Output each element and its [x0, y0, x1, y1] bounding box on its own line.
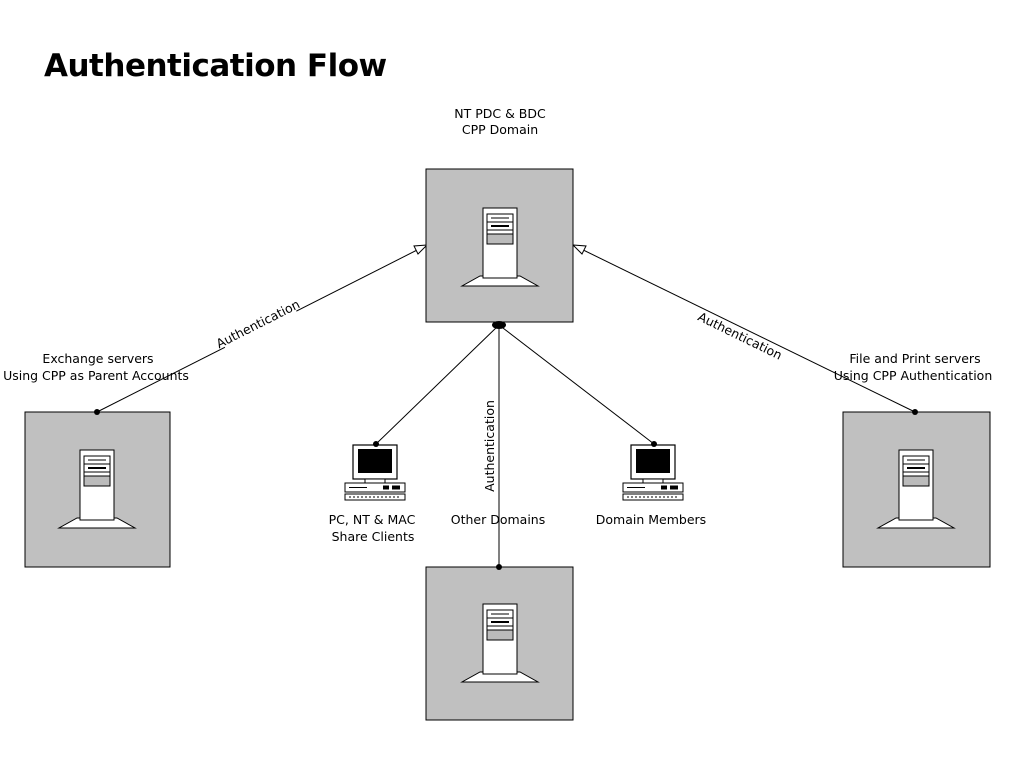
- domain-members-label: Domain Members: [596, 512, 706, 527]
- desktop-computer-icon: [344, 444, 406, 501]
- pc-clients-label-line1: PC, NT & MAC: [329, 512, 416, 527]
- page-title: Authentication Flow: [44, 48, 387, 84]
- arrowhead-icon: [413, 244, 429, 255]
- connector-dot: [373, 441, 379, 447]
- arrowhead-icon: [571, 244, 587, 255]
- connector-dot: [94, 409, 100, 415]
- edge-label-other: Authentication: [482, 400, 497, 492]
- hub-connector-icon: [492, 321, 506, 329]
- connector-dot: [912, 409, 918, 415]
- other-domains-label: Other Domains: [451, 512, 545, 527]
- fileprint-label-line2: Using CPP Authentication: [834, 368, 993, 383]
- connector-dot: [496, 564, 502, 570]
- edge-label-fileprint: Authentication: [696, 309, 785, 363]
- connector-dot: [651, 441, 657, 447]
- pdc-label-line2: CPP Domain: [462, 122, 538, 137]
- edge-fileprint-to-pdc: [572, 244, 916, 413]
- exchange-label-line2: Using CPP as Parent Accounts: [3, 368, 189, 383]
- pc-clients-label-line2: Share Clients: [332, 529, 415, 544]
- fileprint-label-line1: File and Print servers: [849, 351, 980, 366]
- desktop-computer-icon: [622, 444, 684, 501]
- exchange-label-line1: Exchange servers: [42, 351, 153, 366]
- edge-pc-clients-to-pdc: [375, 324, 500, 445]
- edge-label-exchange: Authentication: [214, 296, 303, 351]
- edge-domain-members-to-pdc: [498, 324, 655, 445]
- pdc-label-line1: NT PDC & BDC: [454, 106, 546, 121]
